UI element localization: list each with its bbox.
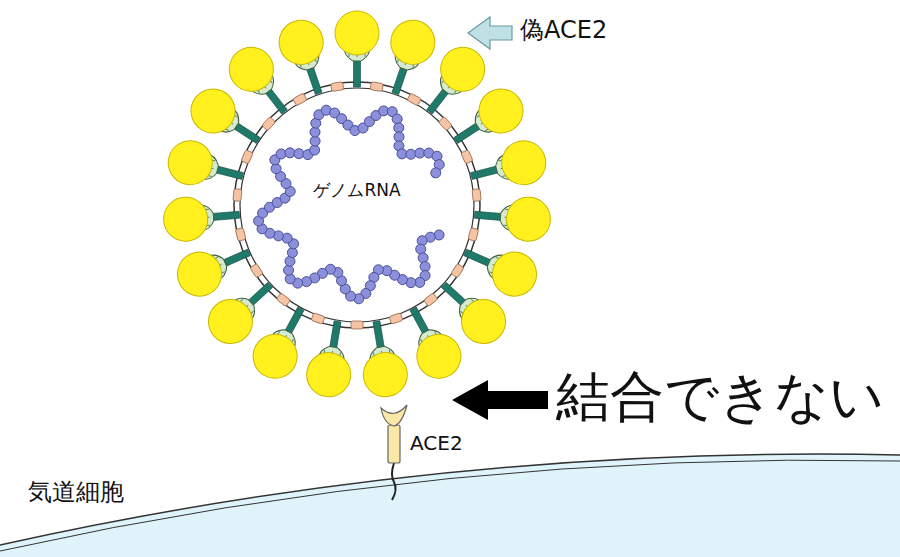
membrane-protein xyxy=(461,150,473,164)
spike xyxy=(245,298,320,386)
rna-bead xyxy=(406,149,416,159)
decoy-ace2 xyxy=(335,11,379,55)
decoy-ace2 xyxy=(432,38,494,100)
membrane-protein xyxy=(262,117,276,131)
membrane-protein xyxy=(311,313,325,324)
cell-membrane xyxy=(0,454,900,545)
membrane-protein xyxy=(438,117,452,131)
decoy-ace2 xyxy=(164,136,217,189)
cell-membrane-inner xyxy=(0,460,900,551)
decoy-ace2 xyxy=(273,14,329,70)
envelope xyxy=(234,82,480,328)
rna-bead xyxy=(284,265,294,275)
membrane-protein xyxy=(472,189,481,202)
decoy-ace2 xyxy=(303,349,354,400)
ace2-receptor xyxy=(388,425,400,463)
airway-cell xyxy=(0,454,900,557)
rna-bead xyxy=(431,168,441,178)
decoy-ace2 xyxy=(199,290,261,352)
spike xyxy=(335,11,379,87)
membrane-protein xyxy=(276,293,290,307)
decoy-ace2 xyxy=(171,245,229,303)
decoy-ace2 xyxy=(360,349,411,400)
virus-particle xyxy=(162,11,552,400)
spike xyxy=(171,232,258,303)
rna-bead xyxy=(285,148,295,158)
spike xyxy=(466,136,550,197)
decoy-ace2 xyxy=(183,80,244,141)
decoy-ace2 xyxy=(409,326,469,386)
membrane-protein xyxy=(389,313,403,324)
membrane-protein xyxy=(351,321,363,329)
spike xyxy=(303,318,359,400)
membrane-protein xyxy=(370,82,383,92)
decoy-ace2 xyxy=(486,245,544,303)
spike xyxy=(456,232,543,303)
decoy-ace2 xyxy=(505,195,552,242)
membrane-protein xyxy=(451,263,464,277)
spike xyxy=(273,14,339,100)
decoy-label: 偽ACE2 xyxy=(520,17,607,45)
membrane-protein xyxy=(293,93,307,106)
decoy-ace2 xyxy=(220,38,282,100)
result-label: 結合できない xyxy=(556,366,884,428)
membrane-protein xyxy=(331,82,344,92)
membrane-protein xyxy=(250,263,263,277)
decoy-ace2 xyxy=(497,136,550,189)
decoy-ace2 xyxy=(452,290,514,352)
decoy-ace2 xyxy=(162,195,209,242)
spike xyxy=(164,136,248,197)
decoy-ace2 xyxy=(385,14,441,70)
spike xyxy=(473,193,552,243)
decoy-ace2 xyxy=(245,326,305,386)
membrane-protein xyxy=(468,228,479,242)
rna-bead xyxy=(392,114,402,124)
pointer-arrow xyxy=(468,17,512,49)
membrane-protein xyxy=(407,93,421,106)
membrane-protein xyxy=(235,228,246,242)
genome-strand xyxy=(259,110,440,299)
spike xyxy=(162,193,241,243)
membrane-protein xyxy=(424,293,438,307)
rna-bead xyxy=(294,149,304,159)
rna-bead xyxy=(310,127,320,137)
ace2-binding-site xyxy=(381,405,407,426)
rna-bead xyxy=(302,277,312,287)
decoy-ace2 xyxy=(471,80,532,141)
spike xyxy=(375,14,441,100)
receptor-label: ACE2 xyxy=(410,432,463,455)
block-arrow xyxy=(452,380,548,420)
cell-label: 気道細胞 xyxy=(28,479,124,507)
genome-label: ゲノムRNA xyxy=(311,181,402,201)
envelope-inner xyxy=(240,88,474,322)
membrane-protein xyxy=(233,189,242,202)
receptor-tail xyxy=(392,463,396,500)
membrane-protein xyxy=(241,150,253,164)
spike xyxy=(355,318,411,400)
